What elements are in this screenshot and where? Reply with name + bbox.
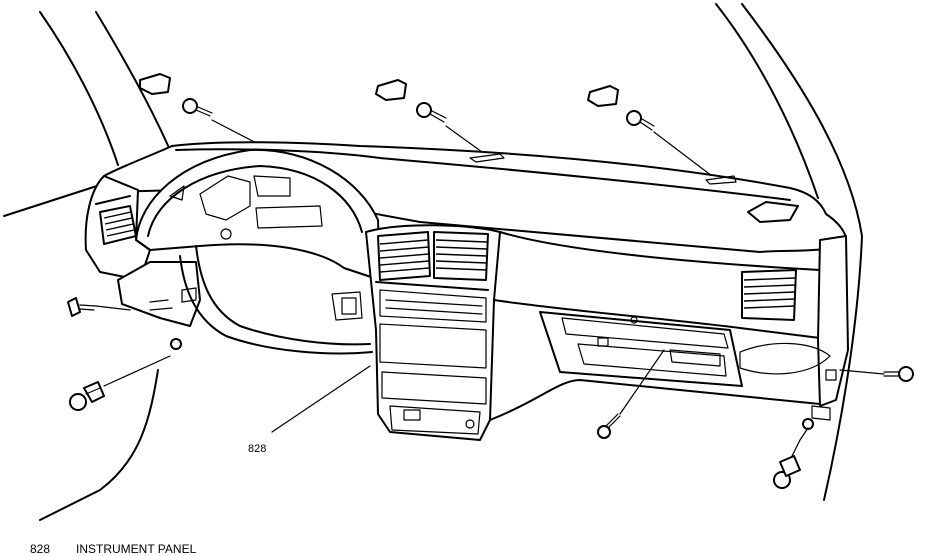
passenger-dash-face xyxy=(489,231,841,421)
right-air-vent xyxy=(741,269,797,321)
push-pin-fastener-icon xyxy=(67,297,97,317)
callout-828: 828 xyxy=(248,365,371,455)
screw-icon xyxy=(626,110,655,131)
right-dash-end xyxy=(739,235,849,421)
push-pin-fastener-icon xyxy=(69,381,105,411)
screw-icon xyxy=(883,366,914,382)
instrument-cluster-hood xyxy=(135,148,381,281)
defroster-grille-center xyxy=(375,79,407,101)
center-air-vent-right xyxy=(433,231,489,281)
right-a-pillar-lines xyxy=(715,3,863,501)
callout-number: 828 xyxy=(248,443,266,455)
lower-left-bolster xyxy=(117,245,373,355)
legend: 828 INSTRUMENT PANEL xyxy=(30,542,197,556)
fastener-leader-lines xyxy=(95,305,885,441)
legend-number: 828 xyxy=(30,542,50,556)
defroster-grille-right xyxy=(587,85,619,107)
defroster-grille-left xyxy=(139,73,171,95)
screw-icon xyxy=(416,102,447,123)
bracket-nut-icon xyxy=(170,338,814,430)
center-air-vent-left xyxy=(377,231,431,281)
push-pin-fastener-icon xyxy=(773,439,801,489)
screw-icon xyxy=(597,413,621,439)
screw-icon xyxy=(182,98,213,117)
left-a-pillar-lines xyxy=(3,11,171,217)
glove-box-opening xyxy=(539,311,743,387)
left-air-vent xyxy=(99,205,137,245)
legend-text: INSTRUMENT PANEL xyxy=(76,542,197,556)
left-door-edge xyxy=(39,369,159,521)
